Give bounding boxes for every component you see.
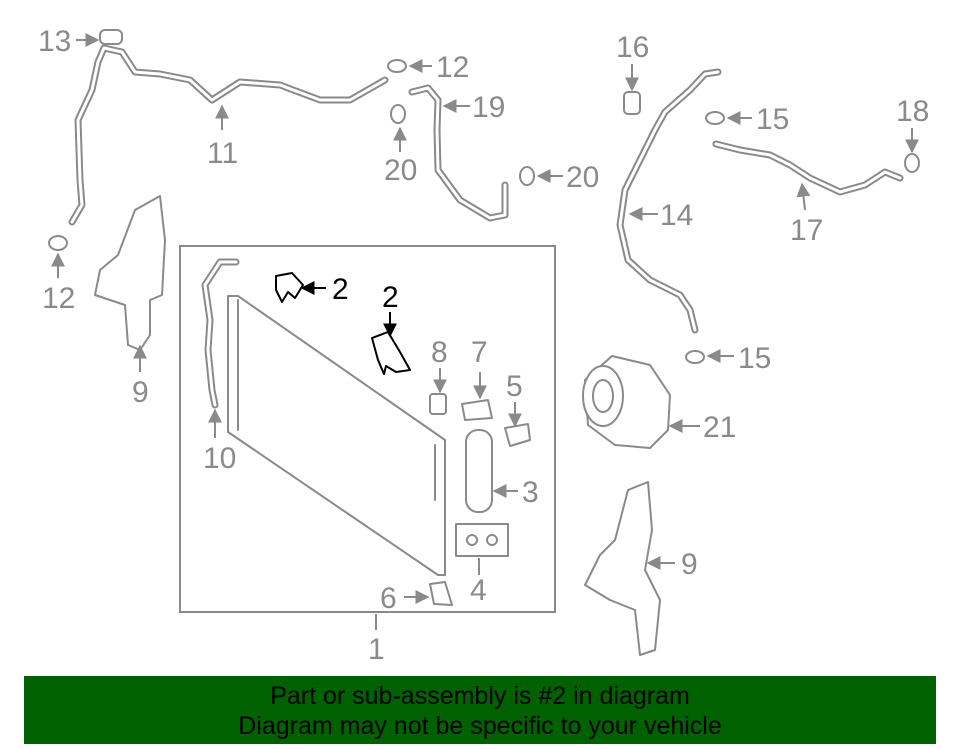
- leader-arrows: [51, 33, 919, 630]
- callout-20-a[interactable]: 20: [384, 154, 417, 187]
- callout-13[interactable]: 13: [38, 25, 71, 58]
- callout-10[interactable]: 10: [203, 442, 236, 475]
- part-9-shield-right[interactable]: [584, 481, 661, 656]
- callout-5[interactable]: 5: [506, 370, 523, 403]
- callout-15-bottom[interactable]: 15: [738, 342, 771, 375]
- callout-20-b[interactable]: 20: [566, 161, 599, 194]
- callout-9-left[interactable]: 9: [132, 376, 149, 409]
- callout-9-right[interactable]: 9: [681, 548, 698, 581]
- callout-2-b[interactable]: 2: [382, 281, 399, 314]
- part-20-oring-a[interactable]: [390, 104, 406, 124]
- part-14-hose[interactable]: [616, 68, 722, 334]
- part-16-cap[interactable]: [623, 91, 641, 115]
- callout-11[interactable]: 11: [207, 137, 238, 170]
- part-11-line[interactable]: [68, 44, 389, 226]
- part-15-oring-top[interactable]: [705, 111, 725, 125]
- part-10-line[interactable]: [201, 258, 240, 409]
- callout-19[interactable]: 19: [472, 91, 505, 124]
- part-20-oring-b[interactable]: [519, 166, 535, 186]
- part-12-oring-left[interactable]: [48, 235, 68, 251]
- part-2-bracket-b[interactable]: [371, 331, 411, 375]
- parts-diagram: 13 12 19 11 20 20 16 15 18 14 17 12 2 2 …: [38, 25, 929, 666]
- part-2-bracket-a[interactable]: [275, 272, 304, 303]
- part-19-hose[interactable]: [408, 84, 509, 222]
- part-18-oring[interactable]: [904, 153, 920, 173]
- part-6-bracket[interactable]: [429, 581, 453, 606]
- part-8-grommet[interactable]: [429, 393, 447, 415]
- notice-banner: Part or sub-assembly is #2 in diagram Di…: [24, 676, 936, 744]
- callout-4[interactable]: 4: [470, 574, 487, 607]
- part-21-compressor[interactable]: [582, 355, 671, 449]
- part-15-oring-bottom[interactable]: [685, 350, 705, 364]
- notice-line-disclaimer: Diagram may not be specific to your vehi…: [238, 712, 722, 740]
- callout-17[interactable]: 17: [790, 214, 823, 247]
- part-17-line[interactable]: [712, 140, 904, 196]
- callout-12-top[interactable]: 12: [436, 51, 469, 84]
- callout-12-left[interactable]: 12: [42, 282, 75, 315]
- callout-labels: 13 12 19 11 20 20 16 15 18 14 17 12 2 2 …: [38, 25, 929, 666]
- callout-14[interactable]: 14: [660, 199, 693, 232]
- callout-18[interactable]: 18: [896, 95, 929, 128]
- notice-line-part: Part or sub-assembly is #2 in diagram: [270, 682, 690, 710]
- part-12-oring-top[interactable]: [387, 59, 407, 73]
- assembly-frame: [179, 245, 556, 613]
- callout-7[interactable]: 7: [471, 336, 488, 369]
- part-7-cap[interactable]: [461, 399, 493, 421]
- callout-15-top[interactable]: 15: [756, 103, 789, 136]
- part-4-plate[interactable]: [455, 523, 509, 557]
- callout-21[interactable]: 21: [703, 411, 736, 444]
- condenser-core[interactable]: [227, 295, 446, 576]
- part-13-cap[interactable]: [99, 29, 123, 45]
- callout-16[interactable]: 16: [616, 31, 649, 64]
- callout-3[interactable]: 3: [522, 476, 539, 509]
- part-3-drier[interactable]: [465, 429, 493, 513]
- callout-2-a[interactable]: 2: [332, 273, 349, 306]
- callout-1[interactable]: 1: [368, 633, 385, 666]
- callout-8[interactable]: 8: [431, 336, 448, 369]
- callout-6[interactable]: 6: [380, 582, 397, 615]
- part-9-shield-left[interactable]: [94, 195, 166, 351]
- part-5-clip[interactable]: [504, 423, 531, 447]
